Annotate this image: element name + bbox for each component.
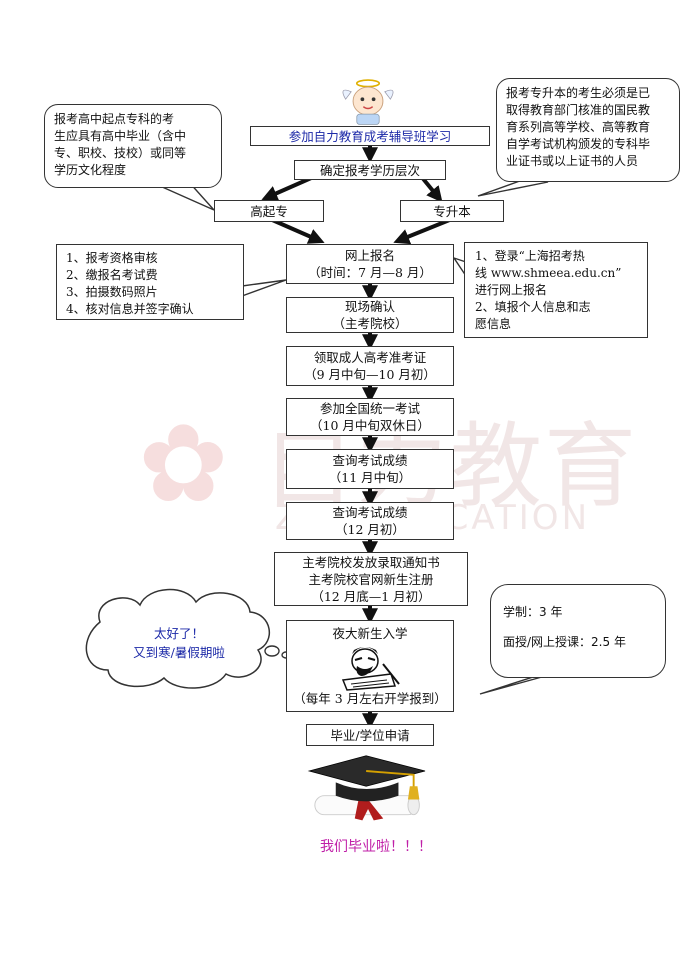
step-national-exam: 参加全国统一考试（10 月中旬双休日） (286, 398, 454, 436)
callout-study-duration: 学制：3 年面授/网上授课：2.5 年 (490, 584, 666, 678)
step-determine-level: 确定报考学历层次 (294, 160, 446, 180)
step-online-registration: 网上报名（时间：7 月—8 月） (286, 244, 454, 284)
callout-zhuanshengben-requirement: 报考专升本的考生必须是已取得教育部门核准的国民教 育系列高等学校、高等教育自学考… (496, 78, 680, 182)
graduation-text: 我们毕业啦！！！ (320, 839, 432, 855)
cloud-text: 太好了！又到寒/暑假期啦 (133, 626, 225, 660)
step-degree-application: 毕业/学位申请 (306, 724, 434, 746)
graduation-cap-icon (307, 755, 426, 821)
scholar-icon (341, 647, 400, 691)
step-onsite-confirm: 现场确认（主考院校） (286, 297, 454, 333)
step-tutoring-class: 参加自力教育成考辅导班学习 (250, 126, 490, 146)
step-query-score-2: 查询考试成绩（12 月初） (286, 502, 454, 540)
step-query-score-1: 查询考试成绩（11 月中旬） (286, 449, 454, 489)
angel-mascot-icon (342, 79, 394, 125)
enrollment-note: （每年 3 月左右开学报到） (293, 691, 447, 706)
step-admission-notice: 主考院校发放录取通知书主考院校官网新生注册（12 月底—1 月初） (274, 552, 468, 606)
enrollment-title: 夜大新生入学 (332, 626, 408, 641)
step-admission-ticket: 领取成人高考准考证（9 月中旬—10 月初） (286, 346, 454, 386)
callout-gaoqizhuan-requirement: 报考高中起点专科的考生应具有高中毕业（含中 专、职校、技校）或同等学历文化程度 (44, 104, 222, 188)
watermark-logo: ✿ (138, 402, 229, 527)
branch-zhuanshengben: 专升本 (400, 200, 504, 222)
branch-gaoqizhuan: 高起专 (214, 200, 324, 222)
